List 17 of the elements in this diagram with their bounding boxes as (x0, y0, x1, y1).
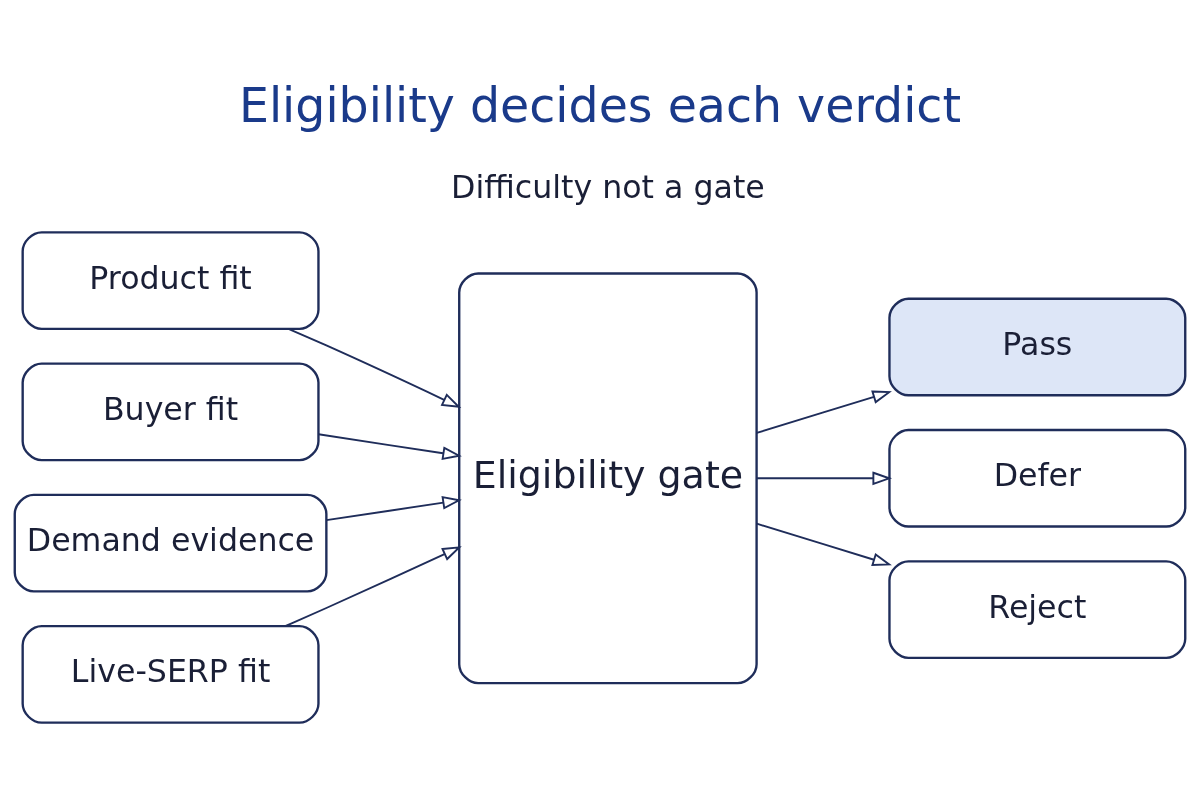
node-box: Buyer fit (21, 362, 320, 462)
arrow (755, 471, 893, 486)
arrow (755, 522, 892, 567)
node-box: Product fit (21, 231, 320, 330)
label: Difficulty not a gate (451, 169, 765, 206)
arrow (755, 390, 892, 434)
arrow (325, 495, 462, 522)
node-box: Pass (888, 297, 1187, 397)
node-box: Eligibility gate (458, 272, 758, 685)
diagram-title: Eligibility decides each verdict (238, 77, 962, 133)
node-box: Reject (888, 560, 1187, 659)
arrow (284, 546, 462, 628)
node-box: Demand evidence (13, 493, 328, 593)
node-box: Live-SERP fit (21, 625, 320, 724)
arrow (317, 433, 462, 461)
node-box: Defer (888, 428, 1187, 528)
arrow (287, 327, 462, 408)
